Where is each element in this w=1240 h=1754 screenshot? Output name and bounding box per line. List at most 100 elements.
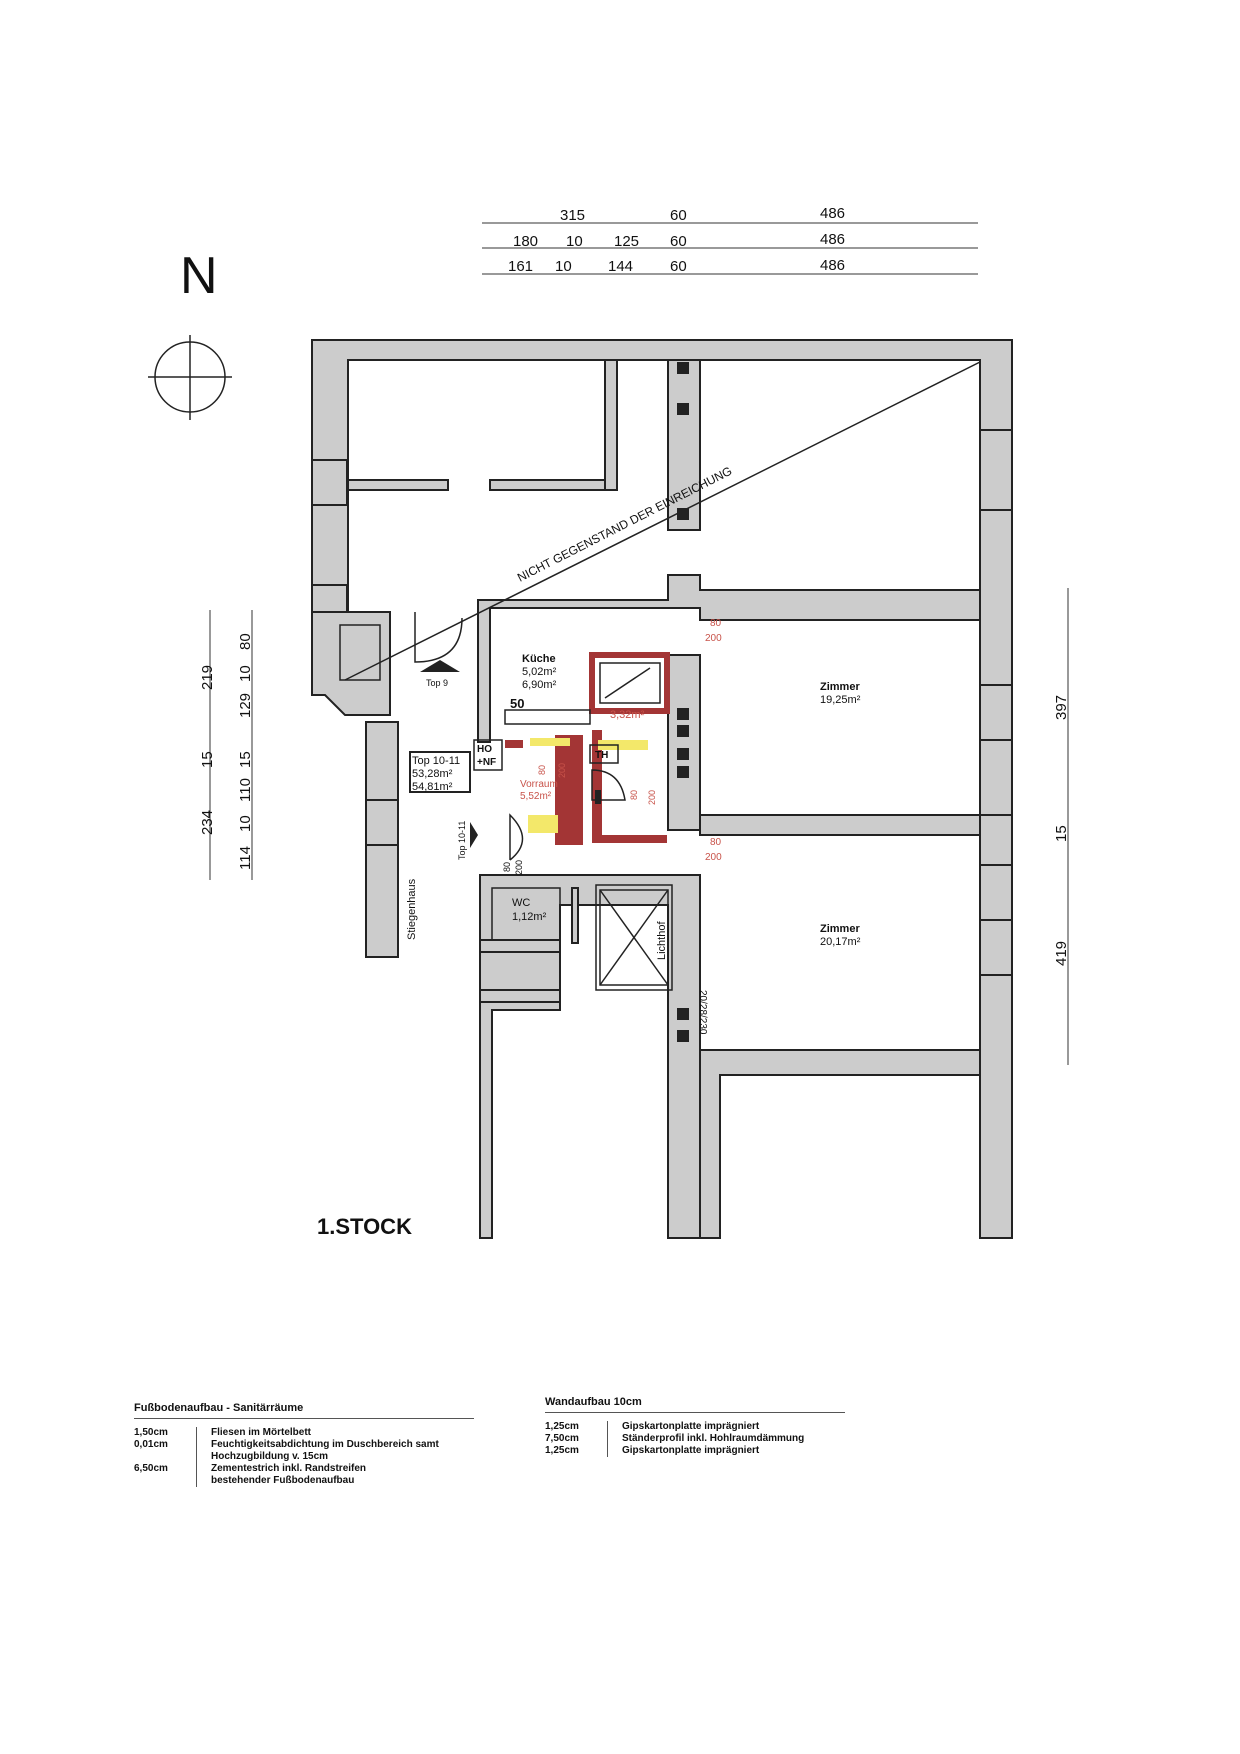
dim-top-3e: 486: [820, 257, 845, 274]
legend-wall-d1: Gipskartonplatte imprägniert: [607, 1421, 759, 1433]
legend-floor-v3: [134, 1451, 196, 1463]
door1-h: 200: [705, 633, 722, 644]
legend-wall-v3: 1,25cm: [545, 1445, 579, 1456]
dim-top-2c: 125: [614, 233, 639, 250]
bath-area: 3,32m²: [610, 709, 645, 721]
zimmer2-area: 20,17m²: [820, 936, 861, 948]
legend-floor-d3: Hochzugbildung v. 15cm: [196, 1451, 328, 1463]
dim-top-3d: 60: [670, 258, 687, 275]
vorraum-name: Vorraum: [520, 779, 558, 790]
dimensions-right: 397 15 419: [1053, 588, 1070, 1065]
chimney-1: [677, 362, 689, 374]
door1-w: 80: [710, 618, 722, 629]
zimmer1-area: 19,25m²: [820, 694, 861, 706]
north-label: N: [180, 247, 218, 305]
legend-wall-v2: 7,50cm: [545, 1433, 579, 1444]
dim-top-3c: 144: [608, 258, 633, 275]
dim-top-3b: 10: [555, 258, 572, 275]
building-walls: [311, 339, 1013, 1239]
door-bad-h: 200: [647, 790, 657, 805]
legend-wall-v1: 1,25cm: [545, 1421, 579, 1432]
stiegenhaus-label: Stiegenhaus: [406, 878, 418, 940]
zimmer1-name: Zimmer: [820, 681, 860, 693]
hw-note-frame: [473, 739, 503, 771]
entry-door-swing: [509, 813, 524, 861]
dim-top-1a: 315: [560, 207, 585, 224]
kitchen-area-1: 5,02m²: [522, 666, 557, 678]
legend-wall-d2: Ständerprofil inkl. Hohlraumdämmung: [607, 1433, 804, 1445]
dim-left-219: 219: [199, 665, 216, 690]
wc-area: 1,12m²: [512, 911, 547, 923]
top9-label: Top 9: [426, 678, 448, 688]
dim-left-114: 114: [237, 846, 254, 870]
dim-top-2a: 180: [513, 233, 538, 250]
legend-floor-d2: Feuchtigkeitsabdichtung im Duschbereich …: [196, 1439, 439, 1451]
door2-h: 200: [705, 852, 722, 863]
top1011-arrow-label: Top 10-11: [457, 821, 467, 860]
dim-top-2d: 60: [670, 233, 687, 250]
top1011-arrow-icon: [470, 822, 478, 848]
hw-note-line2: +NF: [477, 757, 496, 768]
dim-right-419: 419: [1053, 941, 1070, 966]
th-box: [589, 744, 619, 764]
dim-top-1c: 486: [820, 205, 845, 222]
dim-left-15: 15: [199, 751, 216, 768]
top-box-line3: 54,81m²: [412, 781, 453, 793]
dim-left-110: 110: [237, 778, 254, 802]
dim-right-15: 15: [1053, 825, 1070, 842]
dim-top-1b: 60: [670, 207, 687, 224]
legend-floor-v2: 0,01cm: [134, 1439, 168, 1450]
legend-floor: Fußbodenaufbau - Sanitärräume 1,50cm Flie…: [134, 1402, 474, 1487]
door2-w: 80: [710, 837, 722, 848]
dim-left-15b: 15: [237, 751, 254, 768]
legend-floor-v1: 1,50cm: [134, 1427, 168, 1438]
top-box-line2: 53,28m²: [412, 768, 453, 780]
chimney-3: [677, 508, 689, 520]
dimensions-top: 315 60 486 180 10 125 60 486 161 10 144 …: [482, 205, 978, 275]
dim-top-2e: 486: [820, 231, 845, 248]
zimmer2-name: Zimmer: [820, 923, 860, 935]
kitchen-counter: [504, 709, 591, 725]
legend-floor-v5: [134, 1475, 196, 1487]
lichthof-label: Lichthof: [656, 921, 668, 960]
door-wc-h: 200: [514, 860, 524, 875]
vorraum-area: 5,52m²: [520, 791, 552, 802]
hw-note-line1: HO: [477, 744, 492, 755]
dim-top-3a: 161: [508, 258, 533, 275]
compass-icon: [148, 335, 232, 420]
stair-door-swing: [414, 612, 463, 663]
dim-left-10a: 10: [237, 665, 254, 682]
legend-floor-title: Fußbodenaufbau - Sanitärräume: [134, 1402, 474, 1419]
legend-floor-d5: bestehender Fußbodenaufbau: [196, 1475, 354, 1487]
vorraum-patch: [528, 815, 558, 833]
wc-name: WC: [512, 897, 530, 909]
lichthof-shaft: [599, 889, 669, 986]
dim-left-234: 234: [199, 810, 216, 835]
dim-right-397: 397: [1053, 695, 1070, 720]
beam-note: 20/28/230: [697, 990, 708, 1035]
dim-left-80: 80: [237, 633, 254, 650]
kitchen-area-2: 6,90m²: [522, 679, 557, 691]
top-box-frame: [409, 751, 471, 793]
hatch-line: [344, 361, 981, 681]
dim-left-129: 129: [237, 693, 254, 718]
top-box-line1: Top 10-11: [412, 755, 460, 767]
door-wc-w: 80: [502, 862, 512, 872]
door-bad-w: 80: [629, 790, 639, 800]
th-label: TH: [595, 750, 608, 761]
legend-floor-d1: Fliesen im Mörtelbett: [196, 1427, 311, 1439]
floor-title: 1.STOCK: [317, 1214, 412, 1239]
dim-left-10b: 10: [237, 815, 254, 832]
bathroom: 3,32m² TH: [505, 652, 670, 845]
legend-floor-v4: 6,50cm: [134, 1463, 168, 1474]
top9-arrow-icon: [420, 660, 460, 672]
legend-wall-d3: Gipskartonplatte imprägniert: [607, 1445, 759, 1457]
door-vor-w: 80: [537, 765, 547, 775]
chimney-2: [677, 403, 689, 415]
dim-top-2b: 10: [566, 233, 583, 250]
door-vor-h: 200: [557, 763, 567, 778]
legend-wall-title: Wandaufbau 10cm: [545, 1396, 845, 1413]
kitchen-mark: 50: [510, 696, 524, 711]
